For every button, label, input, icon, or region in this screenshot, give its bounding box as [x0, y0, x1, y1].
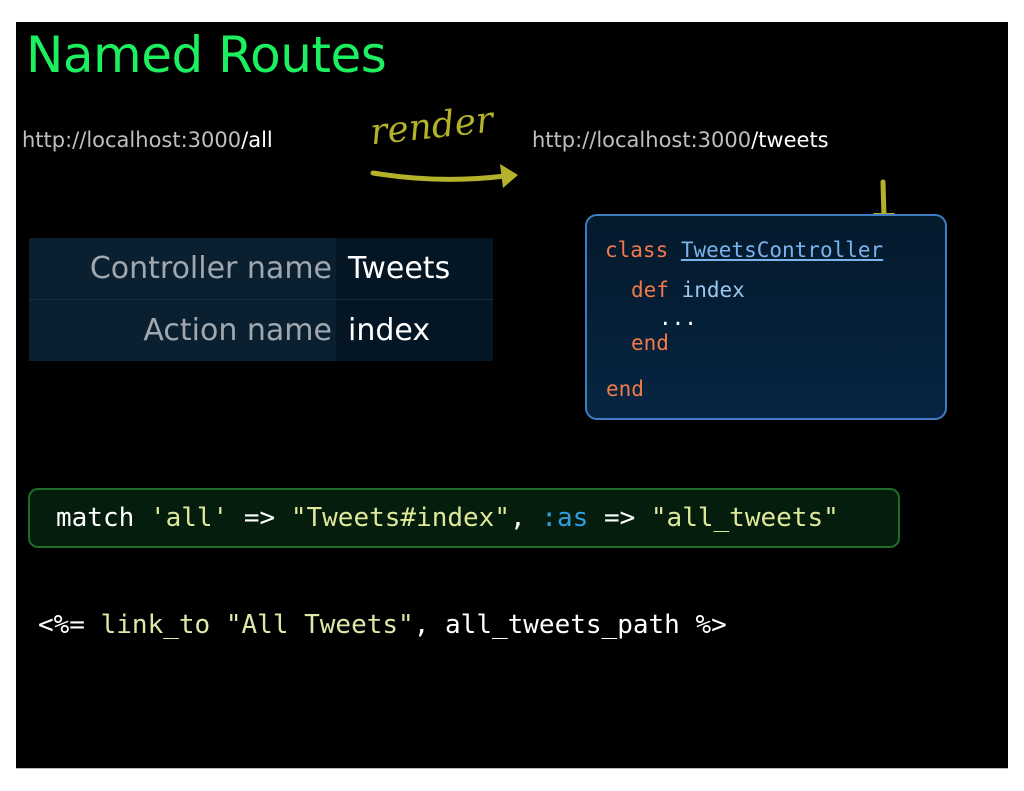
match-keyword: match	[56, 503, 135, 533]
erb-path-helper: all_tweets_path	[445, 610, 680, 640]
controller-code-box: class TweetsController def index ... end…	[585, 214, 947, 420]
code-outer-end: end	[606, 377, 644, 401]
code-inner-end: end	[631, 331, 669, 355]
code-class-name: TweetsController	[680, 238, 884, 262]
url-all-base: http://localhost:3000	[22, 128, 242, 152]
erb-comma: ,	[413, 610, 430, 640]
url-tweets-path: /tweets	[751, 128, 829, 152]
match-arrow-2: =>	[603, 503, 636, 533]
code-def-keyword: def	[631, 278, 669, 302]
route-row-action: Action name index	[29, 300, 493, 361]
url-all-path: /all	[241, 128, 273, 152]
match-as-symbol: :as	[541, 503, 589, 533]
erb-link-code: <%= link_to "All Tweets", all_tweets_pat…	[38, 610, 727, 640]
url-tweets: http://localhost:3000/tweets	[532, 128, 829, 152]
route-value-action: index	[336, 300, 493, 361]
route-value-controller: Tweets	[336, 238, 493, 299]
match-name-string: "all_tweets"	[650, 503, 839, 533]
down-arrow-icon	[880, 179, 887, 220]
code-class-line: class TweetsController	[605, 238, 883, 262]
erb-close-tag: %>	[695, 610, 727, 640]
match-comma: ,	[510, 503, 526, 533]
route-key-action: Action name	[29, 300, 336, 361]
code-method-name: index	[681, 278, 745, 302]
slide-bottom-rule	[16, 768, 1008, 769]
render-arrow-icon	[370, 170, 508, 182]
url-all: http://localhost:3000/all	[22, 128, 273, 152]
url-tweets-base: http://localhost:3000	[532, 128, 752, 152]
route-row-divider	[29, 299, 493, 300]
match-arrow-1: =>	[243, 503, 276, 533]
match-target-string: "Tweets#index"	[290, 503, 510, 533]
erb-link-to-method: link_to	[100, 610, 211, 640]
erb-label-string: "All Tweets"	[225, 610, 414, 640]
render-arrowhead-icon	[500, 164, 518, 188]
slide-title: Named Routes	[26, 26, 387, 84]
route-table: Controller name Tweets Action name index	[29, 238, 493, 361]
match-route-code: match 'all' => "Tweets#index", :as => "a…	[28, 488, 900, 548]
code-def-line: def index	[631, 278, 745, 302]
route-key-controller: Controller name	[29, 238, 336, 299]
code-class-keyword: class	[605, 238, 669, 262]
erb-open-tag: <%=	[38, 610, 85, 640]
code-ellipsis: ...	[659, 306, 697, 330]
match-route-string: 'all'	[149, 503, 229, 533]
route-row-controller: Controller name Tweets	[29, 238, 493, 300]
